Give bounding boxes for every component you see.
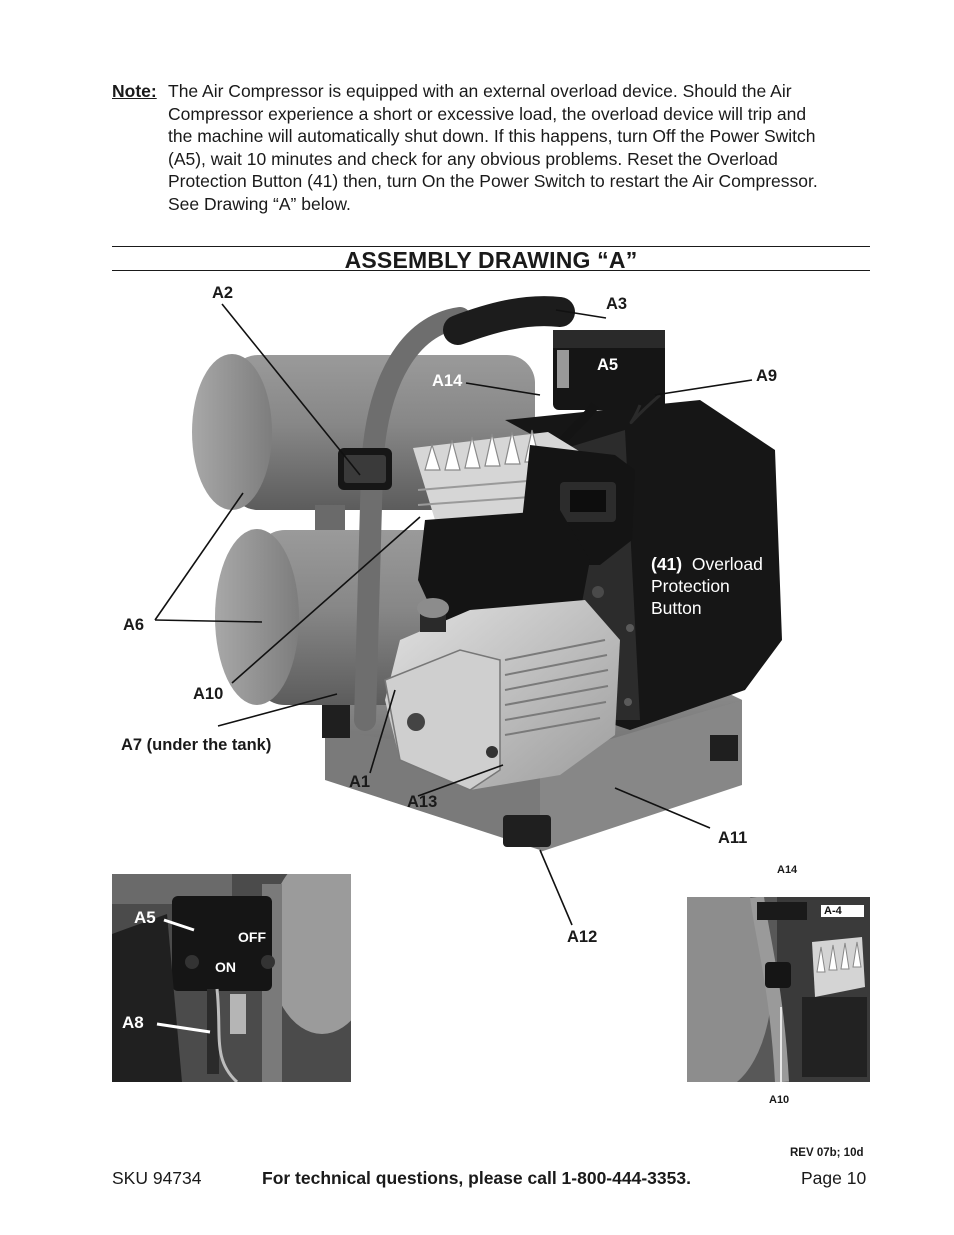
rubber-foot [322,700,350,738]
revision-label: REV 07b; 10d [790,1147,864,1159]
callout-a12: A12 [567,928,598,946]
callout-a11: A11 [718,829,748,847]
callout-a6: A6 [123,616,145,634]
leader-lines [154,303,753,926]
inset-gauge-art [687,897,870,1082]
inset-right-label-a4: A-4 [821,905,864,917]
inset-right-label-a14: A14 [777,864,798,876]
inset-switch-art [112,874,351,1082]
rubber-foot [710,735,738,761]
bolt [592,586,604,598]
footer-sku: SKU 94734 [112,1168,202,1188]
overload-line2: Protection [651,576,730,596]
overload-word: Overload [691,554,763,574]
note-label: Note: [112,81,157,101]
overload-callout: (41) Overload Protection Button [651,553,763,619]
note-line: See Drawing “A” below. [168,193,351,214]
callout-a10: A10 [193,685,224,703]
callout-a5: A5 [597,356,619,374]
note-body: The Air Compressor is equipped with an e… [168,80,872,216]
note-block: Note: The Air Compressor is equipped wit… [112,80,872,216]
bolt [626,624,634,632]
note-line: Compressor experience a short or excessi… [168,103,807,124]
inset-gauge-photo: A-4 [687,897,870,1082]
motor-housing [384,600,620,791]
footer-page-number: Page 10 [801,1168,867,1188]
callout-a1: A1 [349,773,371,791]
callout-a14: A14 [432,372,463,390]
callout-a7: A7 (under the tank) [121,736,272,754]
heading-bottom-rule [112,270,870,271]
inset-label-on: ON [215,959,236,975]
callout-a9: A9 [756,367,778,385]
inset-label-a8: A8 [122,1013,144,1032]
pressure-switch [553,330,665,448]
fitting [557,350,569,388]
note-line: The Air Compressor is equipped with an e… [168,81,792,101]
bolt [624,698,632,706]
overload-button [417,598,449,632]
inset-right-label-a10: A10 [769,1094,790,1106]
rubber-foot [503,815,551,847]
overload-number: (41) [651,554,683,574]
callout-a2: A2 [212,284,234,302]
callout-a3: A3 [606,295,628,313]
note-line: the machine will automatically shut down… [168,126,816,147]
footer-tech-support: For technical questions, please call 1-8… [262,1168,691,1188]
section-title: ASSEMBLY DRAWING “A” [344,247,638,273]
pressure-gauge [338,448,392,490]
inset-switch-photo: A5 OFF ON A8 [112,874,351,1082]
inset-label-off: OFF [238,929,266,945]
callout-a13: A13 [407,793,438,811]
note-line: Protection Button (41) then, turn On the… [168,171,818,192]
overload-line3: Button [651,598,702,618]
note-line: (A5), wait 10 minutes and check for any … [168,148,778,169]
heading-top-rule [112,246,870,247]
inset-label-a5: A5 [134,908,156,927]
